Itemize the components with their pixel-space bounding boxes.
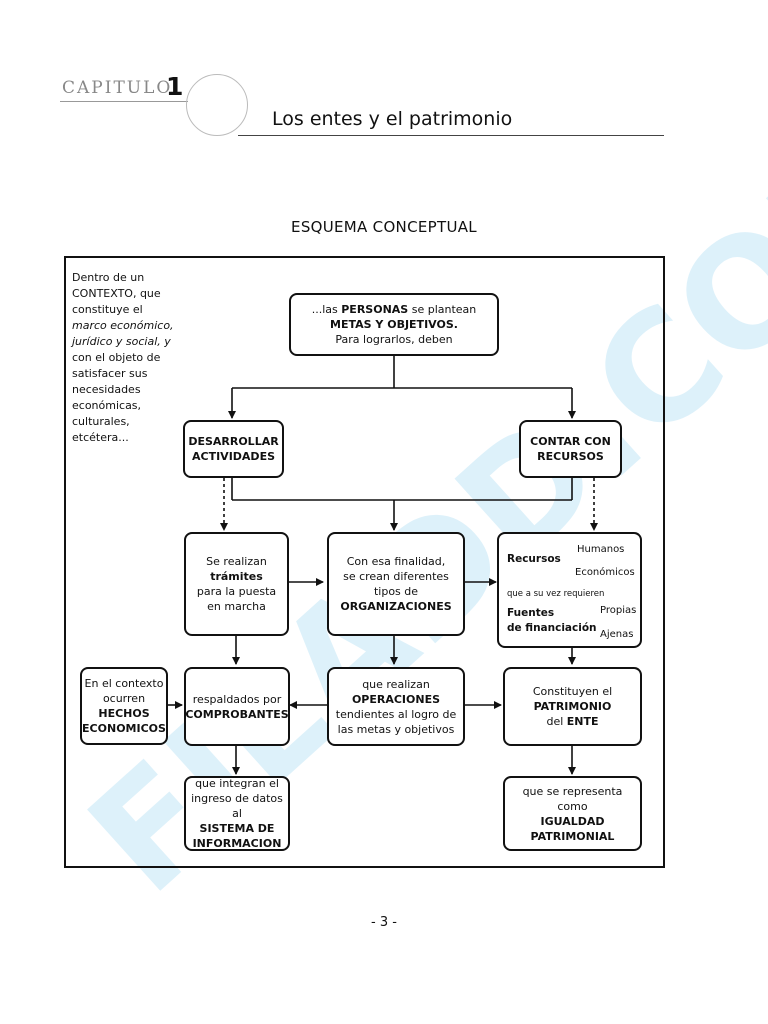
igualdad-line3: IGUALDAD — [540, 814, 605, 828]
context-line: culturales, — [72, 415, 130, 428]
desarrollar-line1: DESARROLLAR — [188, 435, 279, 448]
hechos-line1: En el contexto — [84, 677, 164, 690]
personas-para-lograrlos: Para lograrlos, deben — [335, 333, 453, 346]
hechos-box: En el contexto ocurren HECHOS ECONOMICOS — [80, 667, 168, 745]
context-line: marco económico, — [72, 319, 174, 332]
tramites-line1: Se realizan — [206, 555, 267, 568]
chapter-rule — [60, 101, 188, 102]
contar-line1: CONTAR CON — [530, 435, 611, 448]
patrimonio-box: Constituyen el PATRIMONIO del ENTE — [503, 667, 642, 746]
organizaciones-line3: tipos de — [373, 585, 419, 598]
context-line: con el objeto de — [72, 351, 161, 364]
organizaciones-box: Con esa finalidad, se crean diferentes t… — [327, 532, 465, 636]
organizaciones-line1: Con esa finalidad, — [346, 555, 446, 568]
recursos-title: Recursos — [507, 553, 561, 565]
igualdad-line1: que se representa — [522, 784, 623, 798]
personas-text-post: se plantean — [408, 303, 477, 316]
recursos-financiacion: de financiación — [507, 622, 597, 634]
sistema-box: que integran el ingreso de datos al SIST… — [184, 776, 290, 851]
context-line: económicas, — [72, 399, 142, 412]
sistema-line4: INFORMACION — [192, 837, 282, 850]
context-line: CONTEXTO, que — [72, 287, 161, 300]
desarrollar-box: DESARROLLAR ACTIVIDADES — [183, 420, 284, 478]
patrimonio-line3-bold: ENTE — [566, 715, 599, 728]
tramites-line4: en marcha — [207, 600, 266, 613]
recursos-economicos: Económicos — [575, 567, 635, 578]
chapter-label: CAPITULO — [62, 78, 173, 98]
personas-metas: METAS Y OBJETIVOS. — [330, 318, 458, 331]
operaciones-line1: que realizan — [362, 677, 430, 691]
organizaciones-line4: ORGANIZACIONES — [340, 600, 452, 613]
recursos-ajenas: Ajenas — [600, 629, 634, 640]
context-line: jurídico y social, y — [72, 335, 171, 348]
hechos-line4: ECONOMICOS — [82, 722, 166, 735]
context-line: etcétera... — [72, 431, 129, 444]
igualdad-line2: como — [557, 799, 588, 813]
patrimonio-line1: Constituyen el — [532, 685, 613, 698]
personas-text-pre: ...las — [311, 303, 342, 316]
recursos-humanos: Humanos — [577, 544, 625, 555]
chapter-number: 1 — [166, 72, 184, 101]
patrimonio-line2: PATRIMONIO — [533, 700, 612, 713]
recursos-fuentes: Fuentes — [507, 607, 555, 619]
organizaciones-line2: se crean diferentes — [343, 570, 449, 583]
operaciones-line2: OPERACIONES — [351, 692, 441, 706]
patrimonio-line3-pre: del — [546, 715, 567, 728]
hechos-line3: HECHOS — [98, 707, 150, 720]
recursos-requieren: que a su vez requieren — [507, 589, 605, 599]
comprobantes-line1: respaldados por — [192, 692, 282, 706]
context-text: Dentro de un CONTEXTO, que constituye el… — [72, 270, 180, 446]
comprobantes-box: respaldados por COMPROBANTES — [184, 667, 290, 746]
personas-text-bold: PERSONAS — [341, 303, 409, 316]
igualdad-line4: PATRIMONIAL — [530, 829, 615, 843]
section-title: ESQUEMA CONCEPTUAL — [291, 218, 477, 236]
contar-line2: RECURSOS — [537, 450, 604, 463]
igualdad-box: que se representa como IGUALDAD PATRIMON… — [503, 776, 642, 851]
contar-box: CONTAR CON RECURSOS — [519, 420, 622, 478]
context-line: constituye el — [72, 303, 143, 316]
tramites-line3: para la puesta — [196, 585, 277, 598]
context-line: necesidades — [72, 383, 141, 396]
sistema-line3: SISTEMA DE — [199, 822, 275, 835]
recursos-box: Recursos Humanos Económicos que a su vez… — [497, 532, 642, 648]
operaciones-box: que realizan OPERACIONES tendientes al l… — [327, 667, 465, 746]
operaciones-line3: tendientes al logro de — [335, 707, 457, 721]
personas-box: ...las PERSONAS se plantean METAS Y OBJE… — [289, 293, 499, 356]
tramites-box: Se realizan trámites para la puesta en m… — [184, 532, 289, 636]
chapter-title: Los entes y el patrimonio — [272, 108, 513, 130]
recursos-propias: Propias — [600, 605, 637, 616]
operaciones-line4: las metas y objetivos — [337, 722, 455, 736]
diagram-frame — [64, 256, 665, 868]
sistema-line1: que integran el — [195, 777, 279, 790]
hechos-line2: ocurren — [102, 692, 146, 705]
desarrollar-line2: ACTIVIDADES — [192, 450, 275, 463]
context-line: Dentro de un — [72, 271, 145, 284]
title-rule — [238, 135, 664, 136]
tramites-line2: trámites — [210, 570, 263, 583]
comprobantes-line2: COMPROBANTES — [185, 707, 289, 721]
chapter-circle-ornament — [186, 74, 248, 136]
sistema-line2: ingreso de datos al — [191, 792, 283, 820]
context-line: satisfacer sus — [72, 367, 148, 380]
page-number: - 3 - — [371, 915, 397, 930]
